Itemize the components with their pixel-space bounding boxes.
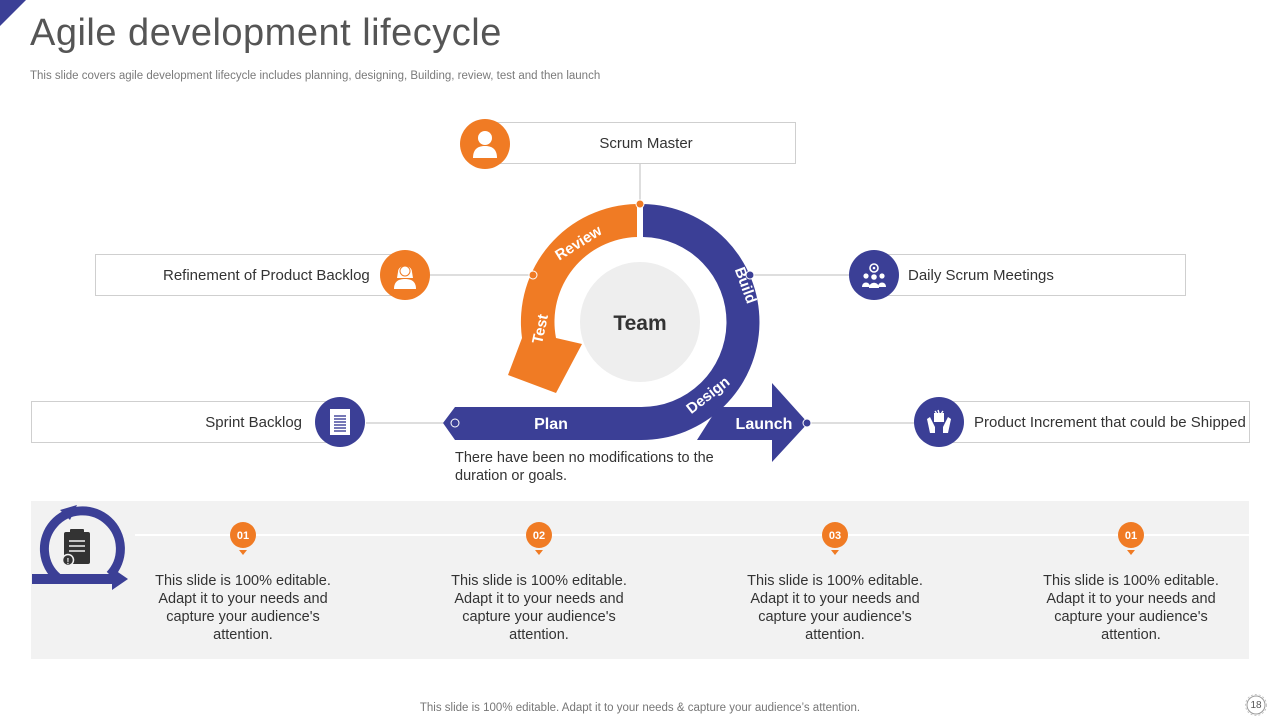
test-label: Test <box>529 313 552 346</box>
dot-sprint-backlog <box>450 418 460 428</box>
footer-note: This slide is 100% editable. Adapt it to… <box>419 702 861 714</box>
page-subtitle: This slide covers agile development life… <box>30 70 601 82</box>
step-text-1: This slide is 100% editable. Adapt it to… <box>155 573 331 643</box>
daily-scrum-box: Daily Scrum Meetings <box>875 254 1186 296</box>
dot-scrum-master <box>635 199 645 209</box>
team-label: Team <box>613 312 666 335</box>
product-increment-box: Product Increment that could be Shipped <box>940 401 1250 443</box>
woman-icon <box>380 250 430 300</box>
step-text-3: This slide is 100% editable. Adapt it to… <box>747 573 923 643</box>
daily-scrum-label: Daily Scrum Meetings <box>908 266 1054 284</box>
scrum-master-box: Scrum Master <box>486 122 796 164</box>
refinement-label: Refinement of Product Backlog <box>163 266 370 284</box>
launch-label: Launch <box>736 416 793 433</box>
page-title: Agile development lifecycle <box>30 12 502 54</box>
dot-daily-scrum <box>745 270 755 280</box>
build-design-plan-arc <box>443 204 760 441</box>
dot-product-increment <box>802 418 812 428</box>
step-text-4: This slide is 100% editable. Adapt it to… <box>1043 573 1219 643</box>
scrum-master-icon <box>460 119 510 169</box>
dot-refinement <box>528 270 538 280</box>
step-text-2: This slide is 100% editable. Adapt it to… <box>451 573 627 643</box>
document-icon <box>315 397 365 447</box>
product-increment-label: Product Increment that could be Shipped <box>974 413 1246 431</box>
team-meeting-icon <box>849 250 899 300</box>
cycle-description: There have been no modifications to the … <box>455 450 714 484</box>
team-circle <box>580 262 700 382</box>
launch-arrow <box>697 383 808 462</box>
refinement-box: Refinement of Product Backlog <box>95 254 405 296</box>
sprint-backlog-box: Sprint Backlog <box>31 401 341 443</box>
plan-label: Plan <box>534 416 568 433</box>
sprint-backlog-label: Sprint Backlog <box>205 413 302 431</box>
scrum-master-label: Scrum Master <box>599 134 693 152</box>
review-test-arc <box>508 204 637 393</box>
hands-box-icon <box>914 397 964 447</box>
page-number: 18 <box>1243 694 1269 716</box>
corner-accent <box>0 0 26 26</box>
lifecycle-diagram: Team Review Build Test Design Plan Launc… <box>366 164 915 462</box>
page-number-value: 18 <box>1250 699 1262 711</box>
